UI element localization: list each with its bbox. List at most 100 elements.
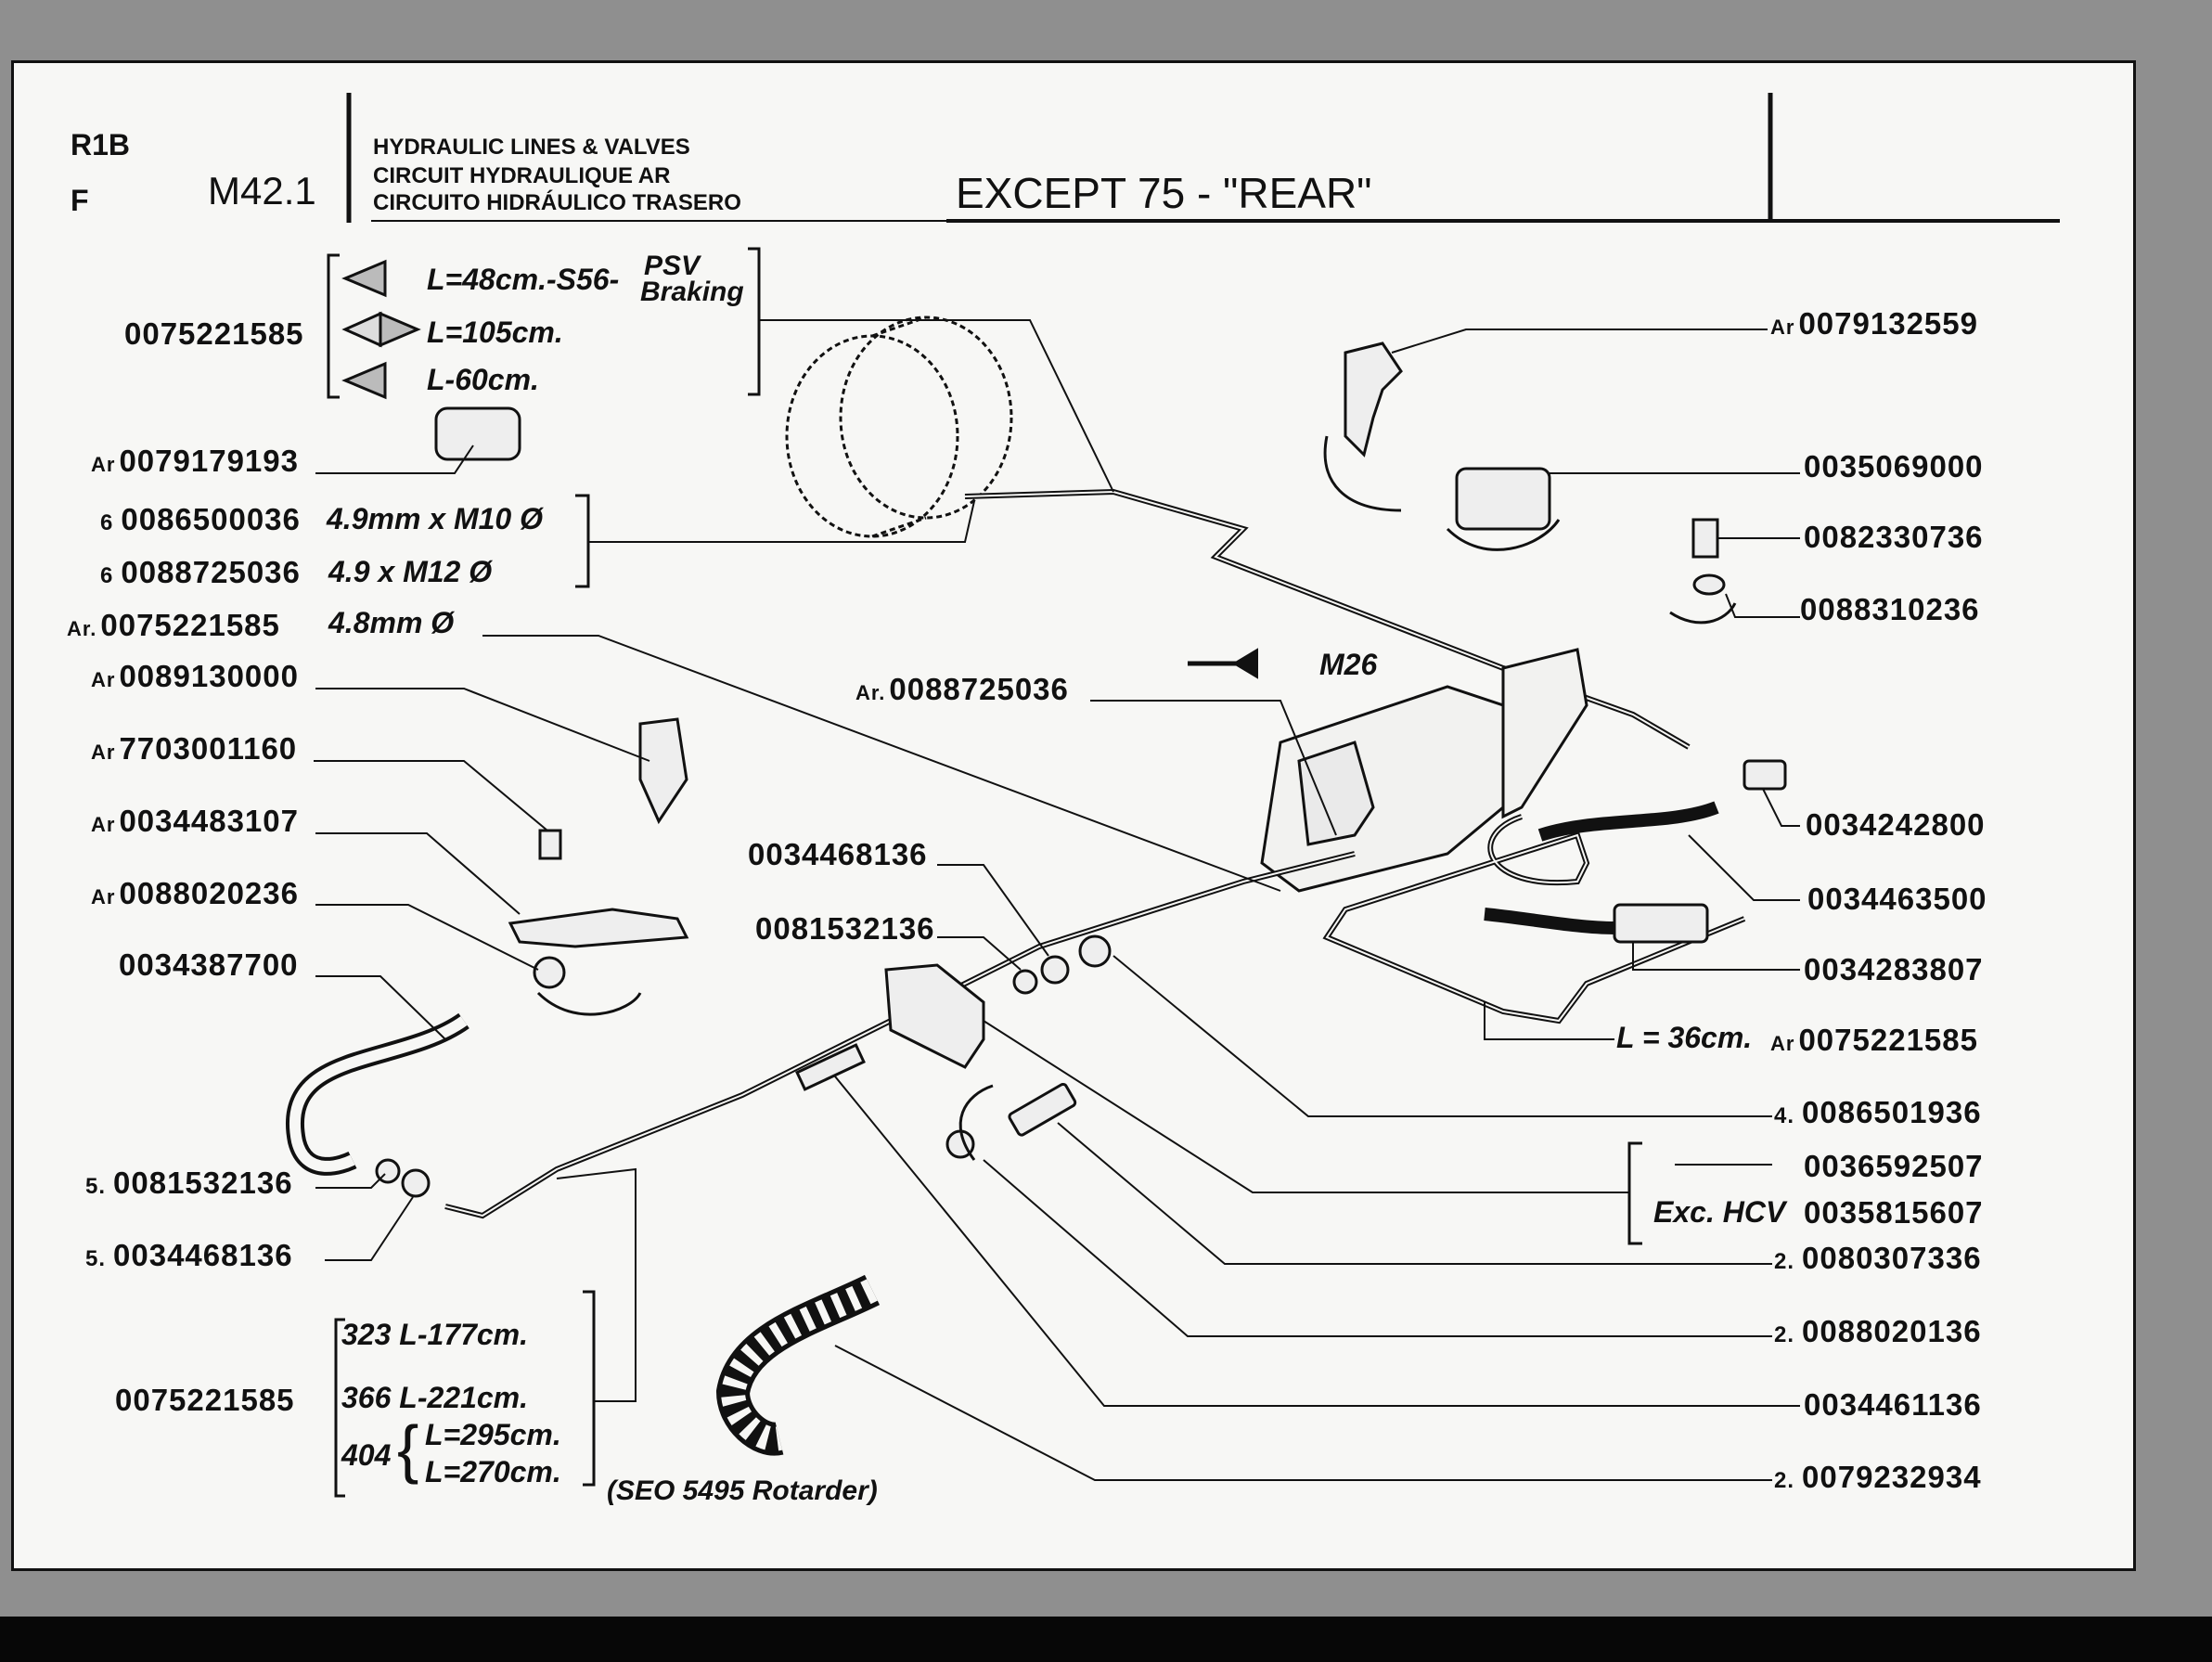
leader-screw xyxy=(314,760,548,831)
section-code: R1B xyxy=(71,128,131,161)
long-pipe-404-b: L=270cm. xyxy=(425,1455,561,1488)
short-pipe-length: L = 36cm. xyxy=(1616,1021,1753,1054)
long-pipe-404: 404 xyxy=(341,1438,392,1472)
right-label-9: 4.0086501936 xyxy=(1774,1095,1982,1129)
leader-unions xyxy=(588,500,975,543)
leader-clip xyxy=(315,444,474,474)
leader-r11 xyxy=(983,1020,1629,1193)
flexible-hose-right xyxy=(1537,801,1719,842)
flexible-hose-left xyxy=(286,1012,469,1176)
right-label-15: 2.0079232934 xyxy=(1774,1460,1982,1494)
title-french: CIRCUIT HYDRAULIQUE AR xyxy=(373,163,671,188)
top-pipe-length-60: L-60cm. xyxy=(427,363,539,396)
right-label-13: 2.0088020136 xyxy=(1774,1314,1982,1348)
leader-hose xyxy=(315,975,446,1040)
center-seal-label: 0034468136 xyxy=(748,837,928,871)
tee-label: Ar.0088725036 xyxy=(855,672,1069,706)
tee-0034242800 xyxy=(1743,759,1787,791)
long-pipe-brace-right xyxy=(583,1290,596,1487)
right-label-10: 0036592507 xyxy=(1804,1149,1984,1183)
nut-0088020236 xyxy=(533,956,566,989)
hcv-note: Exc. HCV xyxy=(1653,1195,1786,1229)
leader-top-pipe xyxy=(759,319,1114,493)
bolt-0082330736 xyxy=(1691,518,1719,559)
scanner-edge xyxy=(0,1617,2212,1662)
right-label-4: 0088310236 xyxy=(1800,592,1980,626)
braking-label: Braking xyxy=(640,277,744,307)
leader-center-seal xyxy=(937,864,1049,957)
bracket-0034483107 xyxy=(508,908,689,948)
union-brace xyxy=(575,494,590,588)
pipe-label: Ar.0075221585 xyxy=(67,608,280,642)
seal-label: 5.0034468136 xyxy=(85,1238,293,1272)
union-0079132559 xyxy=(1344,341,1403,457)
washer-label: 5.0081532136 xyxy=(85,1166,293,1200)
brake-drum-back xyxy=(785,334,959,538)
leader-r1 xyxy=(1391,329,1768,354)
triangle-marker-2a xyxy=(341,311,382,348)
clip-0035069000 xyxy=(1455,467,1551,531)
long-pipe-323: 323 L-177cm. xyxy=(341,1318,529,1351)
pipe-spec: 4.8mm Ø xyxy=(328,606,455,639)
center-washer-label: 0081532136 xyxy=(755,911,935,946)
right-label-5: 0034242800 xyxy=(1806,807,1986,842)
right-label-7: 0034283807 xyxy=(1804,952,1984,986)
m26-reference: M26 xyxy=(1319,648,1378,681)
long-pipe-ref: 0075221585 xyxy=(115,1383,295,1417)
leader-r7 xyxy=(1632,942,1800,971)
flexible-hose-lower xyxy=(1484,908,1615,934)
leader-center-washer xyxy=(937,936,1022,971)
leader-seal xyxy=(325,1196,414,1261)
washer-0081532136 xyxy=(1012,969,1038,995)
hose-label: 0034387700 xyxy=(119,947,299,982)
hcv-brace xyxy=(1627,1141,1642,1245)
axle-beam xyxy=(1501,648,1588,819)
right-label-12: 2.0080307336 xyxy=(1774,1241,1982,1275)
psv-label: PSV xyxy=(644,251,701,281)
language-code: F xyxy=(71,184,89,217)
right-label-6: 0034463500 xyxy=(1807,882,1987,916)
union2-spec: 4.9 x M12 Ø xyxy=(328,555,493,588)
leader-bracket xyxy=(315,832,521,915)
long-pipe-404-brace: { xyxy=(397,1412,419,1485)
washer-0088310236 xyxy=(1692,573,1726,596)
right-label-3: 0082330736 xyxy=(1804,520,1984,554)
leader-washer xyxy=(315,1173,386,1189)
triangle-marker-2b xyxy=(379,311,421,348)
leader-r14 xyxy=(834,1076,1800,1407)
leader-r15 xyxy=(834,1345,1772,1481)
leader-tee xyxy=(1090,700,1337,836)
leader-r8 xyxy=(1484,1002,1614,1040)
connector-0034283807 xyxy=(1613,903,1709,944)
parts-sheet xyxy=(11,60,2136,1571)
triangle-marker-3 xyxy=(341,361,387,400)
leader-r4 xyxy=(1725,593,1800,618)
leader-r12 xyxy=(1057,1122,1772,1265)
union1-spec: 4.9mm x M10 Ø xyxy=(327,502,543,535)
angle-bracket xyxy=(884,963,985,1069)
top-pipe-ref: 0075221585 xyxy=(124,316,304,351)
brake-drum xyxy=(839,316,1013,520)
clip-0079179193 xyxy=(434,406,521,461)
long-pipe-366: 366 L-221cm. xyxy=(341,1381,529,1414)
triangle-marker-1 xyxy=(341,259,387,298)
long-pipe-brace-left xyxy=(334,1318,345,1498)
m26-arrow xyxy=(1232,648,1258,679)
leader-r13 xyxy=(983,1159,1772,1337)
leader-long-pipe xyxy=(556,1167,637,1402)
leader-r6 xyxy=(1688,834,1800,901)
plate-number: M42.1 xyxy=(208,169,316,213)
leader-pipe-48 xyxy=(482,635,1281,892)
leader-nut xyxy=(315,904,539,971)
corrugated-sleeve xyxy=(715,1274,881,1456)
leader-r9 xyxy=(1112,955,1772,1117)
top-pipe-brace-right xyxy=(748,247,761,396)
